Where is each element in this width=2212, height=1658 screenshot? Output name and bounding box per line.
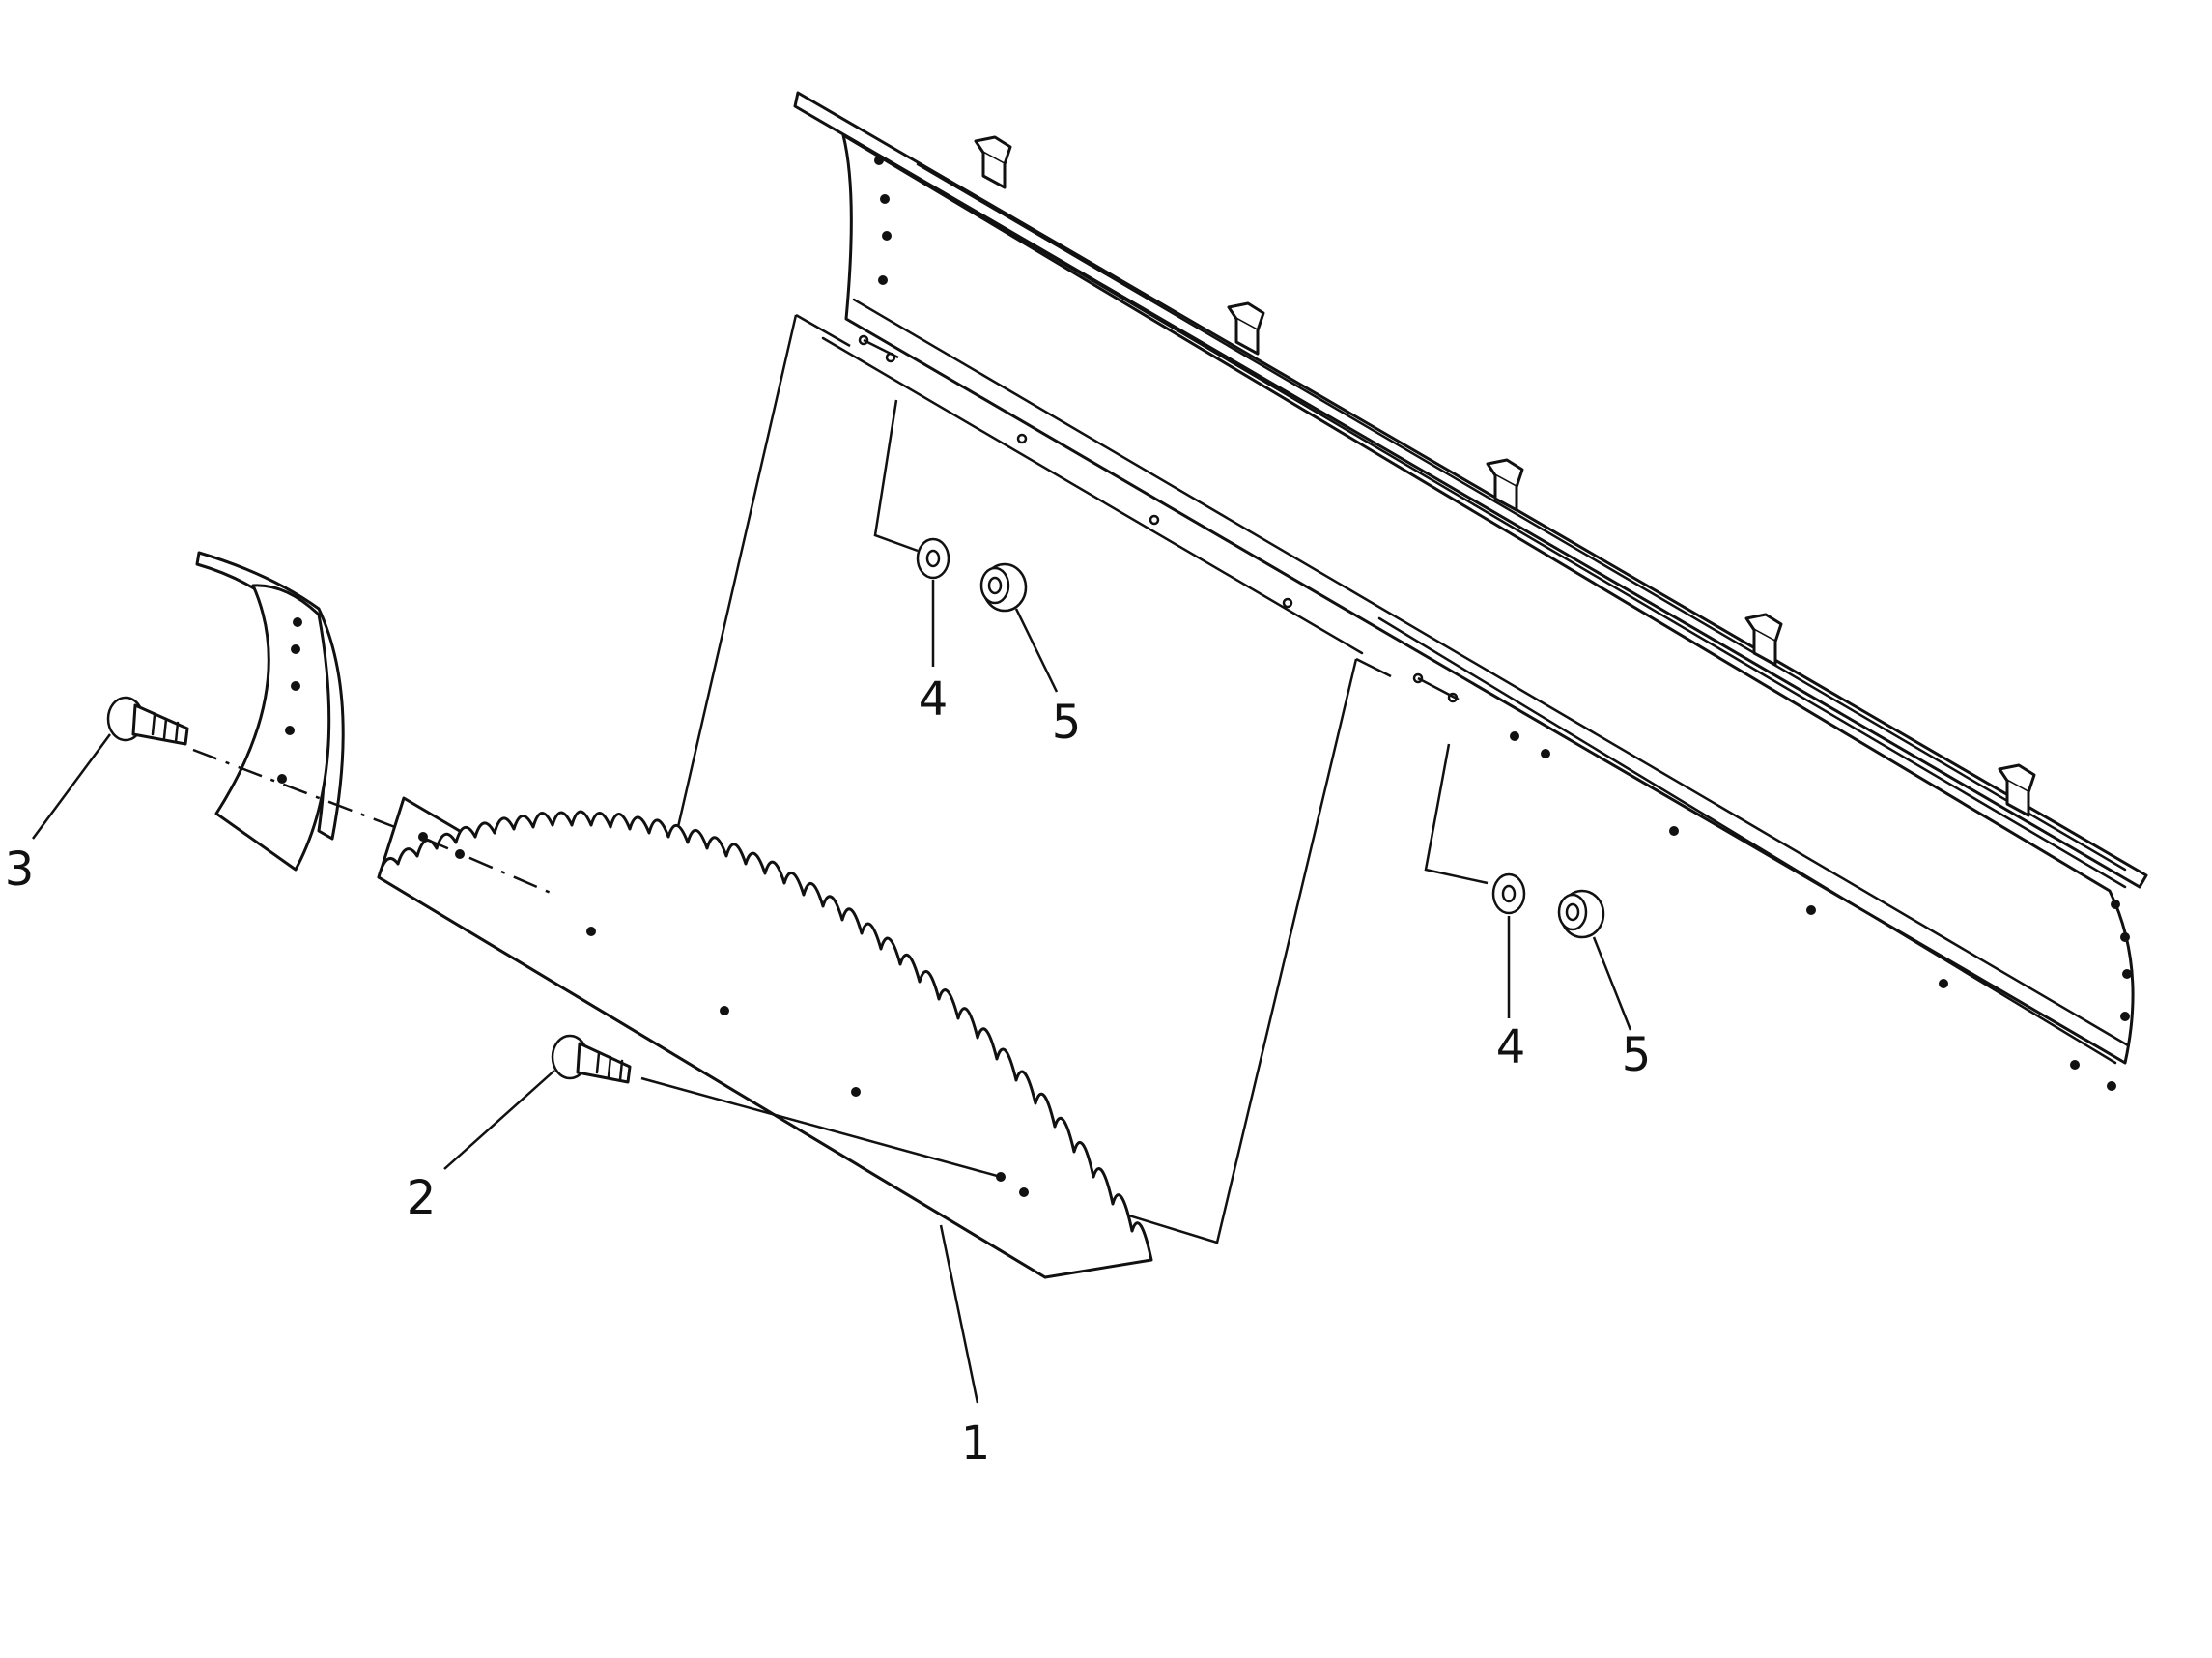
blade-upper-rib: [916, 162, 2127, 872]
cutting-edge-hole: [586, 927, 596, 936]
callout-leader: [1592, 936, 1632, 1031]
callout-4-left: 4: [919, 672, 949, 727]
blade-hole: [2107, 1081, 2116, 1091]
blade-lower-rail-2: [821, 336, 1364, 655]
blade-hole: [1541, 749, 1550, 758]
washer-hole: [925, 549, 941, 568]
dash-line: [1417, 676, 1460, 701]
blade-hole: [1806, 905, 1816, 915]
cutting-edge-hole: [720, 1006, 729, 1015]
leader-line: [873, 399, 919, 553]
section-outline: [795, 313, 851, 348]
blade-hole: [1016, 433, 1028, 444]
blade-lower-rail-1: [852, 298, 2130, 1047]
section-outline: [1355, 657, 1392, 678]
cutting-edge-hole: [1019, 1187, 1029, 1197]
cutting-edge-hole: [851, 1087, 861, 1097]
dash-line: [863, 338, 899, 359]
nut-icon: [979, 562, 1028, 613]
end-bit-hole: [277, 774, 287, 784]
blade-hole: [1510, 731, 1519, 741]
washer-hole: [1501, 884, 1517, 903]
callout-leader-3: [31, 733, 112, 840]
nut-icon: [1557, 889, 1605, 939]
end-bit-hole: [291, 681, 300, 691]
blade-hole: [882, 231, 892, 241]
blade-bracket: [1486, 458, 1524, 512]
blade-bracket: [1998, 763, 2036, 817]
callout-5-left: 5: [1052, 696, 1082, 750]
bolt-shank: [131, 703, 189, 746]
callout-4-right: 4: [1496, 1020, 1526, 1074]
bolt-edge: [551, 1034, 1002, 1179]
blade-hole: [874, 156, 884, 165]
end-bit-hole: [285, 726, 295, 735]
cutting-edge-teeth: [377, 810, 1153, 1279]
blade-hole: [2070, 1060, 2080, 1070]
end-bit-hole: [293, 617, 302, 627]
end-bit: [195, 551, 345, 872]
callout-leader: [1014, 608, 1059, 693]
blade-hole: [880, 194, 890, 204]
callout-5-right: 5: [1622, 1028, 1652, 1082]
callout-2: 2: [407, 1171, 437, 1225]
blade-upper-rib-2: [925, 182, 2127, 889]
blade-hole: [1669, 826, 1679, 836]
leader-line: [1424, 743, 1489, 885]
blade-bracket: [1227, 301, 1265, 356]
section-outline: [1071, 658, 1358, 1244]
blade-bracket: [1744, 613, 1783, 667]
callout-leader-1: [939, 1224, 979, 1404]
hardware-left: [863, 338, 1059, 693]
bolt-shank: [576, 1042, 632, 1084]
callout-3: 3: [5, 843, 35, 897]
hardware-right: [1417, 676, 1632, 1031]
blade-hole: [1939, 979, 1948, 988]
blade-hole: [2120, 1012, 2130, 1021]
blade-assembly: [793, 91, 2148, 1091]
bolt-axis-line: [640, 1076, 1002, 1179]
callout-leader-2: [443, 1070, 555, 1170]
blade-hole: [1149, 514, 1160, 526]
end-bit-face: [214, 584, 331, 872]
callout-1: 1: [961, 1416, 991, 1471]
blade-hole: [878, 275, 888, 285]
blade-hole: [1282, 597, 1293, 609]
blade-bracket: [974, 135, 1012, 189]
blade-moldboard: [841, 133, 2135, 1065]
blade-hole: [2111, 900, 2120, 909]
blade-hole: [2122, 969, 2132, 979]
blade-lower-rail-3: [1377, 616, 2117, 1065]
blade-hole: [2120, 932, 2130, 942]
cutting-edge: [377, 796, 1153, 1279]
edge-axis-line: [424, 837, 552, 895]
end-bit-hole: [291, 644, 300, 654]
